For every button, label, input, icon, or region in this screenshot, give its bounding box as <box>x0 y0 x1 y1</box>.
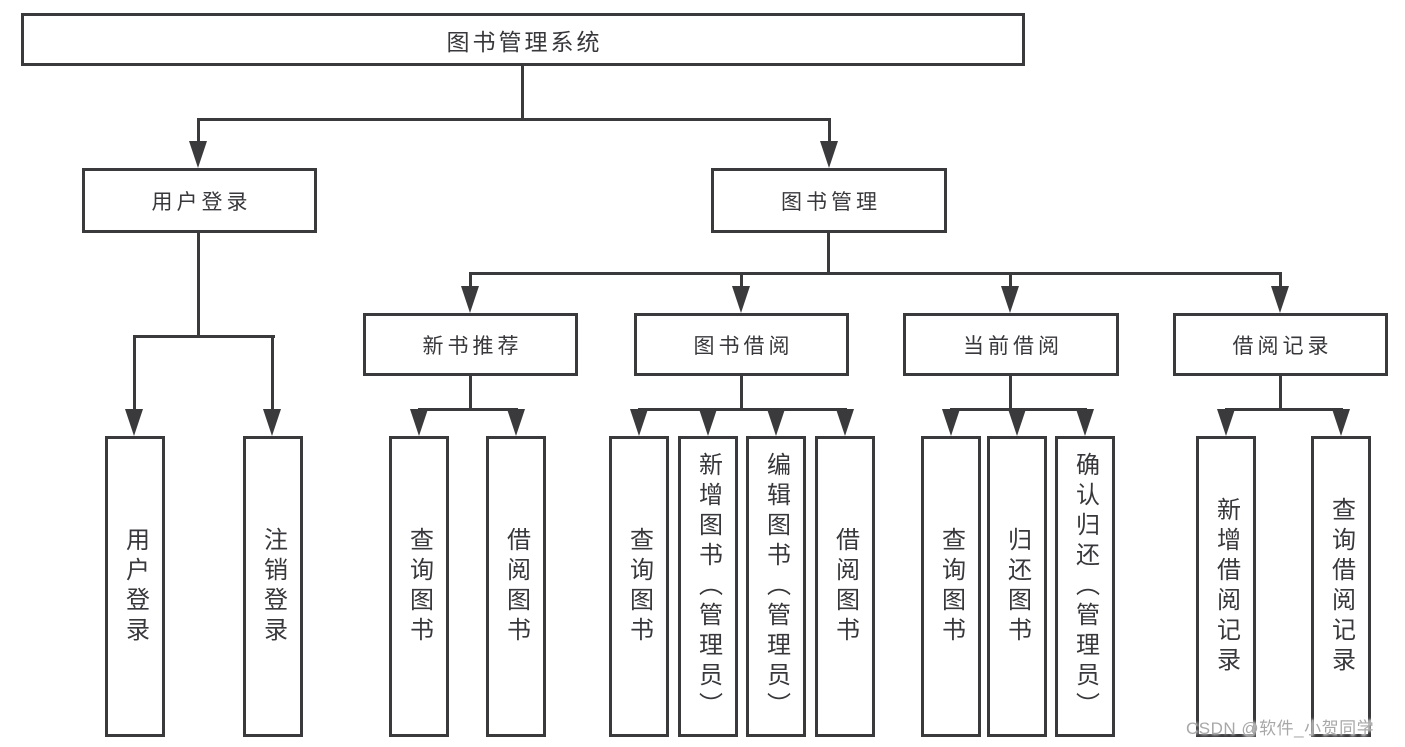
arrowhead-icon <box>630 409 648 436</box>
node-new-book-recommend: 新书推荐 <box>363 313 578 376</box>
leaf-label: 借阅图书 <box>502 526 530 647</box>
leaf-query-books-current: 查询图书 <box>921 436 981 737</box>
arrowhead-icon <box>1217 409 1235 436</box>
section-label: 图书借阅 <box>693 334 794 358</box>
arrowhead-icon <box>189 141 207 168</box>
leaf-logout: 注销登录 <box>243 436 303 737</box>
root-label: 图书管理系统 <box>446 28 603 55</box>
node-book-management: 图书管理 <box>711 168 947 233</box>
connector-sections-branch <box>469 272 1281 275</box>
arrowhead-icon <box>1332 409 1350 436</box>
arrowhead-icon <box>820 141 838 168</box>
arrowhead-icon <box>125 409 143 436</box>
leaf-label: 用户登录 <box>121 526 149 647</box>
connector-sec4-stem <box>1279 375 1282 409</box>
arrowhead-icon <box>1076 409 1094 436</box>
connector-sec1-branch <box>418 408 518 411</box>
leaf-query-borrow-record: 查询借阅记录 <box>1311 436 1371 737</box>
node-current-borrow: 当前借阅 <box>903 313 1119 376</box>
arrowhead-icon <box>942 409 960 436</box>
leaf-edit-books-admin: 编辑图书（管理员） <box>746 436 806 737</box>
leaf-query-books-recommend: 查询图书 <box>389 436 449 737</box>
connector-section2-drop <box>740 272 743 288</box>
arrowhead-icon <box>410 409 428 436</box>
connector-book-stem <box>827 232 830 272</box>
arrowhead-icon <box>1271 286 1289 313</box>
leaf-label: 编辑图书（管理员） <box>762 451 790 722</box>
connector-user-branch <box>133 335 275 338</box>
node-book-borrow: 图书借阅 <box>634 313 849 376</box>
node-user-login-branch: 用户登录 <box>82 168 317 233</box>
leaf-add-borrow-record: 新增借阅记录 <box>1196 436 1256 737</box>
section-label: 新书推荐 <box>422 334 523 358</box>
leaf-query-books: 查询图书 <box>609 436 669 737</box>
leaf-label: 查询图书 <box>625 526 653 647</box>
leaf-label: 查询图书 <box>937 526 965 647</box>
csdn-watermark: CSDN @软件_小贺同学 <box>1186 719 1375 738</box>
connector-level1-branch <box>197 118 831 121</box>
leaf-label: 查询图书 <box>405 526 433 647</box>
connector-sec2-stem <box>740 375 743 409</box>
connector-user-stem <box>197 233 200 335</box>
connector-section1-drop <box>469 272 472 288</box>
arrowhead-icon <box>699 409 717 436</box>
connector-sec1-stem <box>469 375 472 409</box>
connector-section3-drop <box>1009 272 1012 288</box>
connector-sec4-branch <box>1225 408 1342 411</box>
leaf-label: 借阅图书 <box>831 526 859 647</box>
arrowhead-icon <box>732 286 750 313</box>
user-branch-label: 用户登录 <box>151 190 252 214</box>
arrowhead-icon <box>507 409 525 436</box>
node-root-system: 图书管理系统 <box>21 13 1025 66</box>
leaf-label: 新增图书（管理员） <box>694 451 722 722</box>
leaf-user-login: 用户登录 <box>105 436 165 737</box>
connector-sec2-branch <box>638 408 847 411</box>
leaf-add-books-admin: 新增图书（管理员） <box>678 436 738 737</box>
arrowhead-icon <box>263 409 281 436</box>
leaf-label: 归还图书 <box>1003 526 1031 647</box>
connector-user-login-drop <box>197 118 200 146</box>
connector-book-mgmt-drop <box>828 118 831 146</box>
leaf-borrow-books-recommend: 借阅图书 <box>486 436 546 737</box>
section-label: 借阅记录 <box>1232 334 1333 358</box>
connector-sec3-stem <box>1009 375 1012 409</box>
arrowhead-icon <box>836 409 854 436</box>
leaf-label: 确认归还（管理员） <box>1071 451 1099 722</box>
arrowhead-icon <box>1001 286 1019 313</box>
leaf-confirm-return-admin: 确认归还（管理员） <box>1055 436 1115 737</box>
connector-section4-drop <box>1279 272 1282 288</box>
leaf-return-books: 归还图书 <box>987 436 1047 737</box>
arrowhead-icon <box>461 286 479 313</box>
connector-root-stem <box>521 66 524 118</box>
book-branch-label: 图书管理 <box>781 190 881 214</box>
arrowhead-icon <box>767 409 785 436</box>
node-borrow-records: 借阅记录 <box>1173 313 1388 376</box>
section-label: 当前借阅 <box>963 334 1063 358</box>
connector-user-child1-drop <box>133 335 136 412</box>
connector-user-child2-drop <box>271 335 274 412</box>
arrowhead-icon <box>1008 409 1026 436</box>
leaf-borrow-books: 借阅图书 <box>815 436 875 737</box>
leaf-label: 注销登录 <box>259 526 287 647</box>
leaf-label: 新增借阅记录 <box>1212 496 1240 677</box>
leaf-label: 查询借阅记录 <box>1327 496 1355 677</box>
